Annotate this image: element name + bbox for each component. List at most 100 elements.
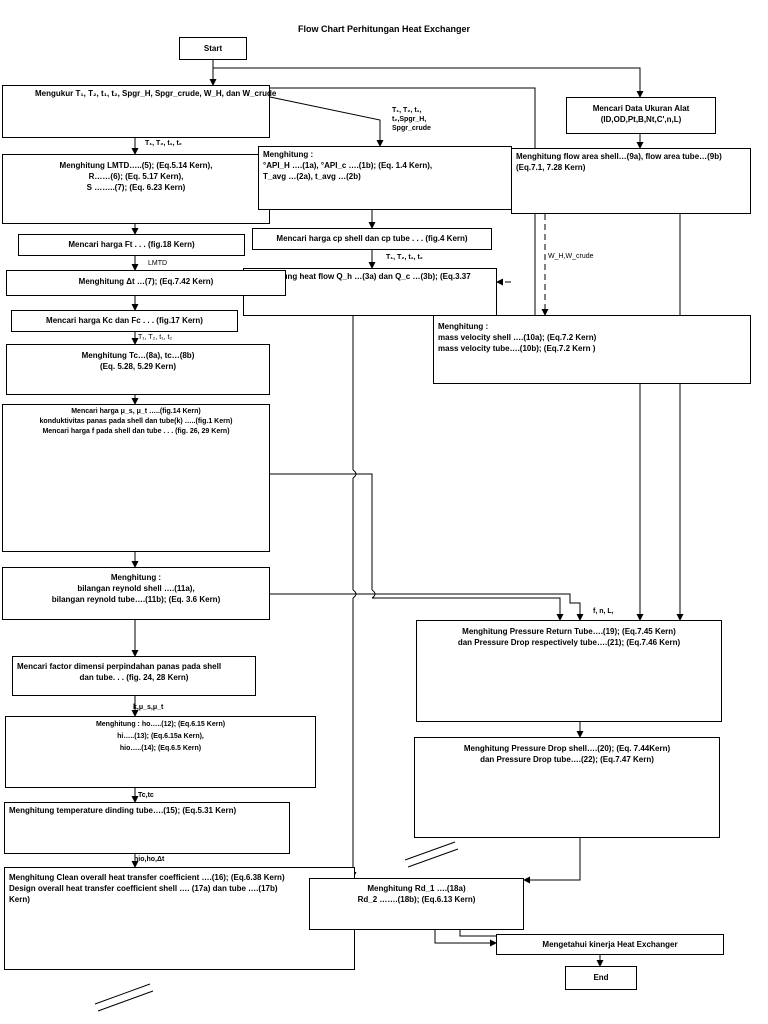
node-ho-line-2: hi…..(13); (Eq.6.15a Kern),	[117, 733, 204, 740]
break-mark-2	[94, 983, 154, 1012]
node-mass-velocity: Menghitung : mass velocity shell ….(10a)…	[433, 315, 751, 384]
node-uc: Menghitung Clean overall heat transfer c…	[4, 867, 355, 970]
edge-mu-pressure	[270, 473, 560, 620]
label-tc-tc-text: Tc,tc	[138, 792, 154, 799]
node-flow-area-line-1: Menghitung flow area shell…(9a), flow ar…	[516, 152, 722, 161]
label-t-heat: T₁, T₂, t₁, t₂	[386, 253, 423, 262]
label-t-props-line-2: t₂,Spgr_H,	[392, 116, 427, 123]
edge-start-data	[213, 67, 644, 98]
edge-pd-rd	[523, 838, 581, 884]
node-rd-line-2: Rd_2 …….(18b); (Eq.6.13 Kern)	[357, 895, 476, 904]
node-mu: Mencari harga μ_s, μ_t …..(fig.14 Kern) …	[2, 404, 270, 552]
label-t-props-line-3: Spgr_crude	[392, 125, 431, 132]
flowchart-title: Flow Chart Perhitungan Heat Exchanger	[297, 24, 471, 34]
node-lmtd-line-2: R……(6); (Eq. 5.17 Kern),	[88, 172, 184, 181]
node-ft-text: Mencari harga Ft . . . (fig.18 Kern)	[68, 240, 195, 249]
node-flow-area-line-2: (Eq.7.1, 7.28 Kern)	[516, 163, 586, 172]
node-kc-text: Mencari harga Kc dan Fc . . . (fig.17 Ke…	[46, 316, 203, 325]
node-pressure-drop: Menghitung Pressure Drop shell….(20); (E…	[414, 737, 720, 838]
label-k-mu-text: k,μ_s,μ_t	[133, 704, 164, 711]
node-pressure-drop-line-2: dan Pressure Drop tube….(22); (Eq.7.47 K…	[480, 755, 654, 764]
node-mass-velocity-line-2: mass velocity shell ….(10a); (Eq.7.2 Ker…	[438, 333, 597, 342]
node-end: End	[565, 966, 637, 990]
label-hio-ho-text: hio,ho,Δt	[134, 856, 165, 863]
label-t-lmtd: T₁, T₂, t₁, t₂	[145, 139, 182, 148]
label-t-props-line-1: T₁, T₂, t₁,	[392, 107, 422, 114]
node-factor-line-1: Mencari factor dimensi perpindahan panas…	[17, 662, 222, 671]
edge-reynold-pr	[270, 593, 584, 621]
node-data-alat: Mencari Data Ukuran Alat (ID,OD,Pt,B,Nt,…	[566, 97, 716, 134]
edge-ukur-api	[269, 96, 384, 147]
edge-rd-kinerja-2	[459, 930, 496, 937]
node-mass-velocity-line-3: mass velocity tube….(10b); (Eq.7.2 Kern …	[438, 344, 596, 353]
node-mu-line-2: konduktivitas panas pada shell dan tube(…	[39, 418, 233, 425]
label-hio-ho: hio,ho,Δt	[134, 855, 164, 864]
node-end-text: End	[593, 973, 609, 982]
label-t-heat-text: T₁, T₂, t₁, t₂	[386, 254, 423, 261]
node-mu-line-1: Mencari harga μ_s, μ_t …..(fig.14 Kern)	[71, 408, 201, 415]
node-mass-velocity-line-1: Menghitung :	[438, 322, 489, 331]
node-api: Menghitung : °API_H ….(1a), °API_c ….(1b…	[258, 146, 512, 210]
node-data-alat-line-1: Mencari Data Ukuran Alat	[592, 104, 690, 113]
label-w-flow-text: W_H,W_crude	[548, 253, 594, 260]
label-t-tc-text: T₁, T₂, t₁, t₂	[138, 334, 173, 341]
node-lmtd: Menghitung LMTD…..(5); (Eq.5.14 Kern), R…	[2, 154, 270, 224]
node-reynold-line-3: bilangan reynold tube….(11b); (Eq. 3.6 K…	[51, 595, 221, 604]
node-uc-line-3: Kern)	[9, 895, 30, 904]
edge-ukur-right	[270, 87, 536, 315]
node-dt: Menghitung Δt …(7); (Eq.7.42 Kern)	[6, 270, 286, 296]
node-tc: Menghitung Tc…(8a), tc…(8b) (Eq. 5.28, 5…	[6, 344, 270, 395]
node-pressure-return-line-2: dan Pressure Drop respectively tube….(21…	[457, 638, 681, 647]
node-heat-flow-text: Menghitung heat flow Q_h …(3a) dan Q_c ……	[252, 272, 471, 281]
node-ho: Menghitung : ho…..(12); (Eq.6.15 Kern) h…	[5, 716, 316, 788]
node-ho-line-1: Menghitung : ho…..(12); (Eq.6.15 Kern)	[95, 721, 226, 728]
label-fnl: f, n, L,	[593, 607, 614, 616]
node-tw: Menghitung temperature dinding tube….(15…	[4, 802, 290, 854]
node-uc-line-1: Menghitung Clean overall heat transfer c…	[9, 873, 285, 882]
node-kc: Mencari harga Kc dan Fc . . . (fig.17 Ke…	[11, 310, 238, 332]
node-reynold-line-1: Menghitung :	[110, 573, 162, 582]
node-start: Start	[179, 37, 247, 60]
node-api-line-1: Menghitung :	[263, 150, 314, 159]
node-api-line-2: °API_H ….(1a), °API_c ….(1b); (Eq. 1.4 K…	[263, 161, 433, 170]
label-t-props: T₁, T₂, t₁, t₂,Spgr_H, Spgr_crude	[392, 106, 431, 133]
node-tc-line-2: (Eq. 5.28, 5.29 Kern)	[99, 362, 177, 371]
node-dt-text: Menghitung Δt …(7); (Eq.7.42 Kern)	[78, 277, 214, 286]
label-t-tc: T₁, T₂, t₁, t₂	[138, 333, 172, 342]
node-flow-area: Menghitung flow area shell…(9a), flow ar…	[511, 148, 751, 214]
node-ukur: Mengukur T₁, T₂, t₁, t₂, Spgr_H, Spgr_cr…	[2, 85, 277, 138]
node-uc-line-2: Design overall heat transfer coefficient…	[9, 884, 278, 893]
node-rd: Menghitung Rd_1 ….(18a) Rd_2 …….(18b); (…	[309, 878, 524, 930]
label-lmtd-out-text: LMTD	[148, 260, 168, 267]
node-api-line-3: T_avg …(2a), t_avg …(2b)	[263, 172, 361, 181]
node-factor-line-2: dan tube. . . (fig. 24, 28 Kern)	[79, 673, 189, 682]
node-lmtd-line-3: S ……..(7); (Eq. 6.23 Kern)	[86, 183, 186, 192]
node-tc-line-1: Menghitung Tc…(8a), tc…(8b)	[81, 351, 195, 360]
node-pressure-drop-line-1: Menghitung Pressure Drop shell….(20); (E…	[463, 744, 671, 753]
edge-rd-kinerja	[434, 930, 497, 947]
node-pressure-return: Menghitung Pressure Return Tube….(19); (…	[416, 620, 722, 722]
node-lmtd-line-1: Menghitung LMTD…..(5); (Eq.5.14 Kern),	[59, 161, 213, 170]
label-lmtd-out: LMTD	[148, 259, 167, 268]
node-ukur-text: Mengukur T₁, T₂, t₁, t₂, Spgr_H, Spgr_cr…	[35, 89, 277, 98]
node-tw-text: Menghitung temperature dinding tube….(15…	[9, 806, 237, 815]
node-data-alat-line-2: (ID,OD,Pt,B,Nt,C',n,L)	[600, 115, 682, 124]
node-kinerja-text: Mengetahui kinerja Heat Exchanger	[542, 940, 678, 949]
node-kinerja: Mengetahui kinerja Heat Exchanger	[496, 934, 724, 955]
node-rd-line-1: Menghitung Rd_1 ….(18a)	[367, 884, 466, 893]
node-pressure-return-line-1: Menghitung Pressure Return Tube….(19); (…	[462, 627, 676, 636]
node-reynold: Menghitung : bilangan reynold shell ….(1…	[2, 567, 270, 620]
label-k-mu: k,μ_s,μ_t	[133, 703, 163, 712]
label-t-lmtd-text: T₁, T₂, t₁, t₂	[145, 140, 182, 147]
node-ho-line-3: hio…..(14); (Eq.6.5 Kern)	[119, 745, 202, 752]
label-w-flow: W_H,W_crude	[548, 252, 594, 261]
node-start-text: Start	[203, 44, 223, 53]
node-cp-text: Mencari harga cp shell dan cp tube . . .…	[276, 234, 468, 243]
node-cp: Mencari harga cp shell dan cp tube . . .…	[252, 228, 492, 250]
node-factor: Mencari factor dimensi perpindahan panas…	[12, 656, 256, 696]
node-reynold-line-2: bilangan reynold shell ….(11a),	[77, 584, 195, 593]
node-mu-line-3: Mencari harga f pada shell dan tube . . …	[42, 428, 230, 435]
label-fnl-text: f, n, L,	[593, 608, 614, 615]
break-mark-1	[404, 841, 459, 868]
